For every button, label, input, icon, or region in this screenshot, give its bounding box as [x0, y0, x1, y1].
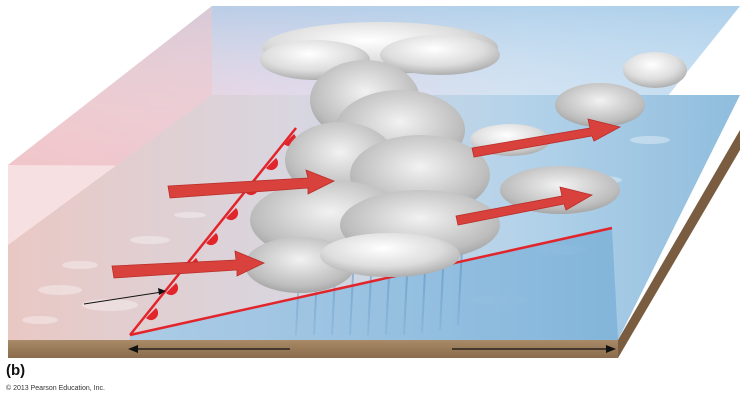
flow-arrow-lower-left	[111, 250, 265, 279]
flow-arrow-upper-left	[167, 169, 335, 199]
pointer-arrow	[83, 288, 166, 305]
front-position-line	[129, 127, 297, 336]
ground-cross-section	[8, 130, 740, 358]
frontal-boundary	[129, 127, 613, 337]
ground-side-face	[618, 130, 740, 358]
frontal-surface-line	[129, 226, 613, 337]
flow-arrow-upper-right	[471, 118, 622, 158]
ground-front-face	[8, 340, 618, 358]
copyright-notice: © 2013 Pearson Education, Inc.	[6, 385, 105, 392]
double-headed-black-arrow	[128, 345, 616, 353]
red-block-arrows	[111, 118, 622, 279]
flow-arrow-lower-right	[455, 186, 594, 226]
panel-label: (b)	[6, 362, 26, 379]
cold-air-wedge	[130, 228, 618, 340]
